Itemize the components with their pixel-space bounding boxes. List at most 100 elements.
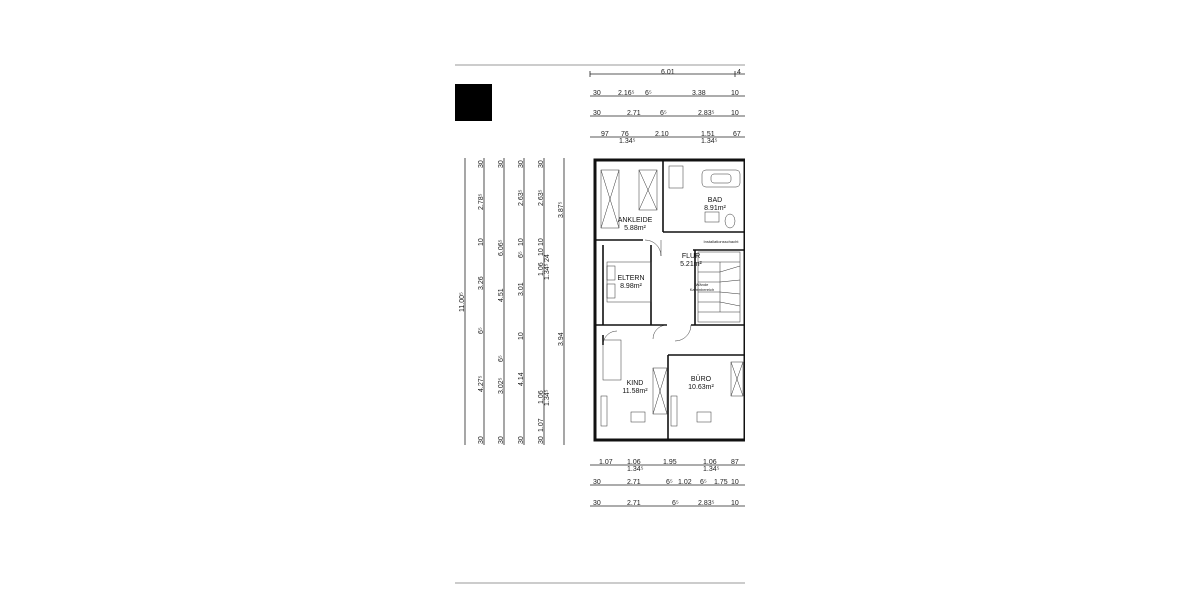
top-dim-r4-e: 67 [733, 131, 741, 138]
top-dim-r2-c: 6⁵ [645, 90, 652, 97]
svg-text:2.63⁵: 2.63⁵ [538, 189, 545, 206]
top-dim-r2-e: 10 [731, 90, 739, 97]
svg-text:1.07: 1.07 [599, 459, 613, 466]
svg-text:30: 30 [593, 500, 601, 507]
desk-chair-kind [630, 411, 646, 423]
room-area-flur: 5.21m² [680, 261, 702, 268]
top-dim-r3-a: 30 [593, 110, 601, 117]
top-dim-r4-f: 1.34⁵ [619, 138, 636, 145]
bed-eltern [606, 261, 652, 303]
room-area-kind: 11.58m² [622, 388, 648, 395]
room-area-eltern: 8.98m² [620, 283, 642, 290]
svg-text:3.02⁵: 3.02⁵ [498, 377, 505, 394]
top-dim-r3-c: 6⁵ [660, 110, 667, 117]
svg-text:30: 30 [593, 479, 601, 486]
svg-text:10: 10 [731, 500, 739, 507]
bed-kind [602, 339, 622, 381]
svg-text:2.78⁵: 2.78⁵ [478, 193, 485, 210]
sink [704, 211, 720, 223]
top-dimension-chains: 6.01 4 30 2.16⁵ 6⁵ 3.38 10 30 2.71 6⁵ 2.… [589, 69, 745, 145]
room-name-bad: BAD [708, 197, 722, 204]
svg-text:2.71: 2.71 [627, 500, 641, 507]
room-name-buero: BÜRO [691, 375, 712, 383]
svg-text:6⁵: 6⁵ [666, 479, 673, 486]
svg-text:10: 10 [538, 248, 545, 256]
top-dim-total-end: 4 [737, 69, 741, 76]
floor-plan-sheet: 6.01 4 30 2.16⁵ 6⁵ 3.38 10 30 2.71 6⁵ 2.… [455, 0, 745, 600]
svg-text:10: 10 [518, 238, 525, 246]
svg-text:6⁵: 6⁵ [498, 355, 505, 362]
walls [593, 158, 745, 442]
svg-text:1.34⁵: 1.34⁵ [627, 466, 644, 473]
svg-text:24: 24 [544, 254, 551, 262]
top-dim-r4-c: 2.10 [655, 131, 669, 138]
door-swings [602, 239, 692, 346]
room-area-bad: 8.91m² [704, 205, 726, 212]
svg-text:6⁵: 6⁵ [672, 500, 679, 507]
wardrobe-left [600, 169, 620, 229]
svg-text:1.75: 1.75 [714, 479, 728, 486]
room-labels: ANKLEIDE 5.88m² BAD 8.91m² FLUR 5.21m² E… [617, 197, 739, 395]
top-dim-r3-d: 2.83⁵ [698, 110, 715, 117]
wardrobe-right [638, 169, 658, 211]
wardrobe-kind [652, 367, 668, 415]
room-area-ankleide: 5.88m² [624, 225, 646, 232]
svg-text:1.95: 1.95 [663, 459, 677, 466]
top-dim-r2-b: 2.16⁵ [618, 90, 635, 97]
svg-text:10: 10 [731, 479, 739, 486]
left-dim-total: 11.00⁵ [459, 292, 466, 312]
wardrobe-buero [730, 361, 744, 397]
svg-text:1.34⁵: 1.34⁵ [703, 466, 720, 473]
svg-text:30: 30 [538, 160, 545, 168]
top-dim-r2-d: 3.38 [692, 90, 706, 97]
svg-text:30: 30 [478, 436, 485, 444]
shower [668, 165, 684, 189]
svg-text:30: 30 [478, 160, 485, 168]
svg-text:2.71: 2.71 [627, 479, 641, 486]
svg-text:1.06: 1.06 [538, 262, 545, 276]
svg-text:30: 30 [498, 436, 505, 444]
floor-plan-drawing: 6.01 4 30 2.16⁵ 6⁵ 3.38 10 30 2.71 6⁵ 2.… [455, 64, 745, 584]
room-name-kind: KIND [627, 380, 644, 387]
svg-text:1.34⁵: 1.34⁵ [544, 263, 551, 280]
left-dimension-chains: 11.00⁵ 30 2.78⁵ 10 3.26 6⁵ 4.27⁵ 30 30 6… [459, 158, 565, 445]
svg-text:3.01: 3.01 [518, 282, 525, 296]
fixtures [600, 165, 744, 427]
installation-shaft-label: Installationsschacht [704, 239, 740, 244]
svg-text:30: 30 [518, 436, 525, 444]
svg-text:2.63⁵: 2.63⁵ [518, 189, 525, 206]
svg-text:30: 30 [518, 160, 525, 168]
top-dim-r4-g: 1.34⁵ [701, 138, 718, 145]
svg-text:4.27⁵: 4.27⁵ [478, 375, 485, 392]
svg-text:3.94: 3.94 [558, 332, 565, 346]
svg-text:1.06: 1.06 [538, 390, 545, 404]
bathtub [701, 169, 741, 188]
room-name-eltern: ELTERN [617, 275, 644, 282]
svg-text:1.07: 1.07 [538, 418, 545, 432]
stair-note-1: Wände [696, 282, 709, 287]
svg-text:10: 10 [538, 238, 545, 246]
svg-text:10: 10 [478, 238, 485, 246]
svg-text:10: 10 [518, 332, 525, 340]
top-dim-r4-a: 97 [601, 131, 609, 138]
svg-text:4.51: 4.51 [498, 288, 505, 302]
svg-text:2.83⁵: 2.83⁵ [698, 500, 715, 507]
room-area-buero: 10.63m² [688, 384, 714, 391]
svg-text:1.06: 1.06 [627, 459, 641, 466]
bottom-dimension-chains: 1.07 1.06 1.95 1.06 87 1.34⁵ 1.34⁵ 30 2.… [590, 459, 745, 507]
top-dim-total: 6.01 [661, 69, 675, 76]
svg-text:6⁵: 6⁵ [700, 479, 707, 486]
top-dim-r3-b: 2.71 [627, 110, 641, 117]
svg-text:87: 87 [731, 459, 739, 466]
top-dim-r4-b: 76 [621, 131, 629, 138]
svg-text:3.26: 3.26 [478, 276, 485, 290]
svg-text:6.06⁵: 6.06⁵ [498, 239, 505, 256]
svg-text:3.87⁵: 3.87⁵ [558, 201, 565, 218]
top-dim-r4-d: 1.51 [701, 131, 715, 138]
staircase [697, 251, 741, 323]
top-dim-r3-e: 10 [731, 110, 739, 117]
svg-text:1.06: 1.06 [703, 459, 717, 466]
desk-chair-buero [696, 411, 712, 423]
title-block-mark [455, 84, 492, 121]
stair-note-2: Kaminbereich [690, 287, 714, 292]
